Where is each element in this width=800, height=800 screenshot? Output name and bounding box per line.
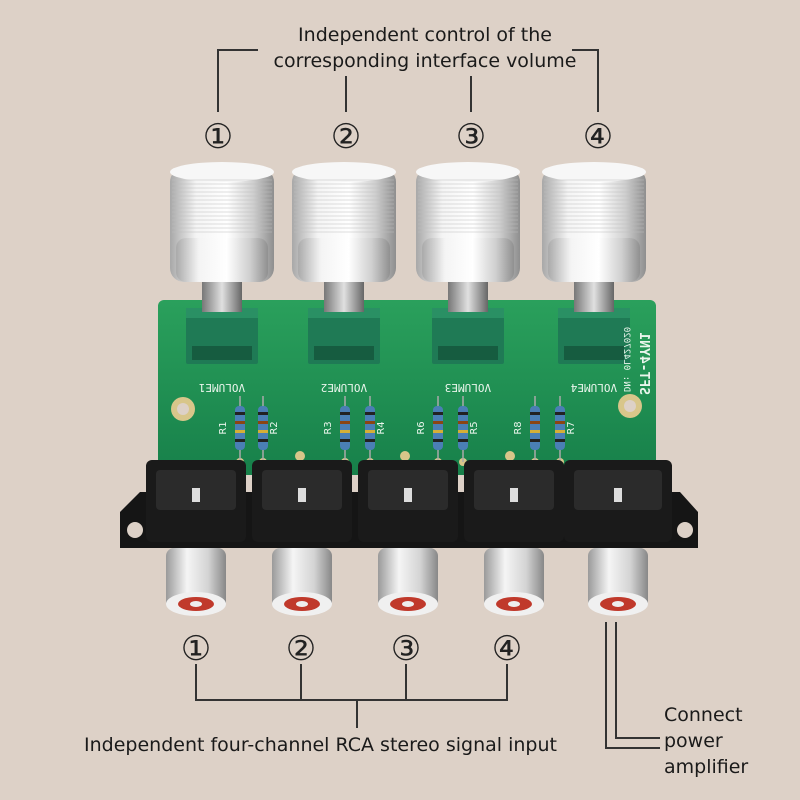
volume-knob-3[interactable]: [416, 162, 520, 282]
resistor-label: R4: [376, 421, 387, 434]
right-caption-line-3: amplifier: [664, 756, 749, 778]
resistor-label: R6: [416, 421, 427, 434]
bottom-bracket-lines: [195, 664, 508, 728]
knob-number-3: ③: [456, 117, 486, 157]
rca-input-jack-2[interactable]: [252, 460, 352, 616]
right-caption-line-2: power: [664, 730, 723, 752]
knob-number-4: ④: [583, 117, 613, 157]
output-lines: [605, 622, 660, 749]
potentiometer-3: [432, 278, 504, 364]
resistor-R8: [530, 396, 540, 462]
pot-label-2: VOLUME2: [321, 381, 367, 394]
resistor-R5: [458, 396, 468, 462]
volume-knob-4[interactable]: [542, 162, 646, 282]
top-bracket-lines: [217, 49, 599, 112]
top-caption: Independent control of the corresponding…: [260, 22, 590, 74]
right-caption-line-1: Connect: [664, 704, 743, 726]
resistor-label: R3: [323, 421, 334, 434]
right-caption: Connect power amplifier: [664, 702, 794, 780]
resistor-label: R1: [218, 421, 229, 434]
board-date-label: DN: 0L427020: [621, 327, 631, 392]
resistor-R2: [258, 396, 268, 462]
resistor-R1: [235, 396, 245, 462]
potentiometer-2: [308, 278, 380, 364]
resistor-R7: [555, 396, 565, 462]
jack-number-3: ③: [391, 629, 421, 669]
volume-knob-2[interactable]: [292, 162, 396, 282]
resistor-label: R8: [513, 421, 524, 434]
jack-number-1: ①: [181, 629, 211, 669]
rca-input-jack-4[interactable]: [464, 460, 564, 616]
potentiometer-1: [186, 278, 258, 364]
board-model-label: SFT-4YN1: [636, 332, 651, 395]
resistor-R3: [340, 396, 350, 462]
resistor-R6: [433, 396, 443, 462]
pot-label-4: VOLUME4: [570, 381, 617, 394]
resistor-label: R5: [469, 421, 480, 434]
potentiometer-4: [558, 278, 630, 364]
jack-number-2: ②: [286, 629, 316, 669]
rca-input-jack-3[interactable]: [358, 460, 458, 616]
top-caption-line-1: Independent control of the: [298, 24, 552, 46]
pot-label-3: VOLUME3: [445, 381, 491, 394]
bottom-caption: Independent four-channel RCA stereo sign…: [84, 734, 557, 756]
resistor-label: R7: [566, 421, 577, 434]
resistor-label: R2: [269, 421, 280, 434]
jack-number-4: ④: [492, 629, 522, 669]
volume-knob-1[interactable]: [170, 162, 274, 282]
pot-label-1: VOLUME1: [199, 381, 245, 394]
rca-input-jack-1[interactable]: [146, 460, 246, 616]
knob-number-1: ①: [203, 117, 233, 157]
top-caption-line-2: corresponding interface volume: [273, 50, 577, 72]
knob-number-2: ②: [331, 117, 361, 157]
resistor-R4: [365, 396, 375, 462]
rca-output-jack[interactable]: [564, 460, 672, 616]
